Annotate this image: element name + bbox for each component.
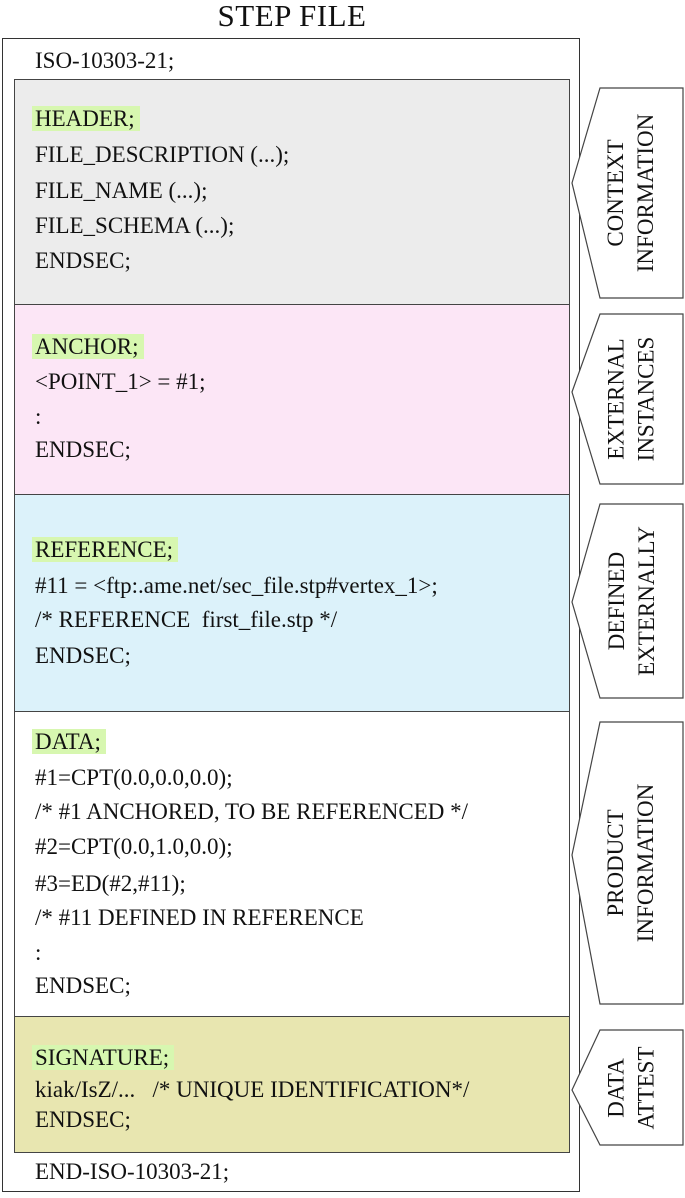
callout-arrow-shape bbox=[571, 503, 684, 699]
data-section: DATA; #1=CPT(0.0,0.0,0.0); /* #1 ANCHORE… bbox=[14, 711, 570, 1017]
data-line: ENDSEC; bbox=[35, 973, 131, 998]
header-line: FILE_SCHEMA (...); bbox=[35, 213, 235, 238]
anchor-keyword: ANCHOR; bbox=[32, 334, 144, 359]
reference-line: /* REFERENCE first_file.stp */ bbox=[35, 607, 338, 632]
callout-text-line: DATA bbox=[603, 1057, 629, 1118]
data-line: : bbox=[35, 940, 42, 965]
callout-text-line: EXTERNALLY bbox=[633, 526, 659, 676]
anchor-line: <POINT_1> = #1; bbox=[35, 369, 206, 394]
callout-arrow-shape bbox=[571, 721, 684, 1005]
signature-section: SIGNATURE; kiak/IsZ/... /* UNIQUE IDENTI… bbox=[14, 1016, 570, 1153]
callout-text-line: DEFINED bbox=[603, 551, 629, 651]
iso-end-line: END-ISO-10303-21; bbox=[35, 1159, 230, 1184]
diagram-title: STEP FILE bbox=[217, 0, 367, 33]
data-line: /* #11 DEFINED IN REFERENCE bbox=[35, 905, 364, 930]
reference-section: REFERENCE; #11 = <ftp:.ame.net/sec_file.… bbox=[14, 494, 570, 712]
callout-text-line: INFORMATION bbox=[633, 113, 659, 273]
callout-text-line: EXTERNAL bbox=[603, 338, 629, 460]
callout-arrow-shape bbox=[571, 87, 684, 299]
data-line: #3=ED(#2,#11); bbox=[35, 871, 186, 896]
data-line: #2=CPT(0.0,1.0,0.0); bbox=[35, 834, 233, 859]
data-keyword: DATA; bbox=[32, 729, 106, 754]
iso-start-line: ISO-10303-21; bbox=[35, 48, 175, 73]
anchor-line: : bbox=[35, 404, 42, 429]
reference-line: ENDSEC; bbox=[35, 643, 131, 668]
callout-text-line: INFORMATION bbox=[633, 783, 659, 943]
header-line: ENDSEC; bbox=[35, 248, 131, 273]
callout-arrow-shape bbox=[571, 313, 684, 485]
callout-text-line: ATTEST bbox=[633, 1045, 659, 1130]
signature-keyword: SIGNATURE; bbox=[32, 1045, 175, 1070]
header-section: HEADER; FILE_DESCRIPTION (...); FILE_NAM… bbox=[14, 79, 570, 305]
header-line: FILE_NAME (...); bbox=[35, 178, 208, 203]
anchor-section: ANCHOR; <POINT_1> = #1; : ENDSEC; bbox=[14, 304, 570, 495]
signature-line: ENDSEC; bbox=[35, 1107, 131, 1132]
data-line: #1=CPT(0.0,0.0,0.0); bbox=[35, 765, 233, 790]
signature-line: kiak/IsZ/... /* UNIQUE IDENTIFICATION*/ bbox=[35, 1077, 470, 1102]
anchor-line: ENDSEC; bbox=[35, 437, 131, 462]
callout-text-line: PRODUCT bbox=[603, 809, 629, 917]
header-line: FILE_DESCRIPTION (...); bbox=[35, 142, 290, 167]
callout-arrow-shape bbox=[571, 1029, 684, 1146]
header-keyword: HEADER; bbox=[32, 106, 140, 131]
reference-keyword: REFERENCE; bbox=[32, 537, 179, 562]
reference-line: #11 = <ftp:.ame.net/sec_file.stp#vertex_… bbox=[35, 573, 438, 598]
callout-text-line: CONTEXT bbox=[603, 139, 629, 247]
data-line: /* #1 ANCHORED, TO BE REFERENCED */ bbox=[35, 799, 468, 824]
callout-text-line: INSTANCES bbox=[633, 336, 659, 462]
